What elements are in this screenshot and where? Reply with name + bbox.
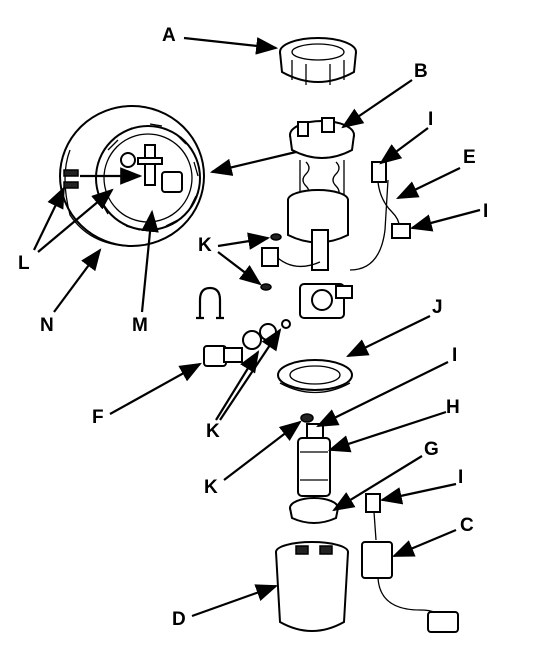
label-k-top: K <box>198 235 212 256</box>
leader-arrow-a <box>183 36 279 55</box>
label-e: E <box>463 147 476 168</box>
label-k-middle: K <box>206 421 220 442</box>
lock-ring-part <box>279 37 357 85</box>
leader-arrow-c <box>391 528 457 558</box>
leader-arrow-b-view <box>209 150 297 176</box>
leader-arrow-e <box>396 167 461 199</box>
leader-arrow-k2b <box>219 328 282 421</box>
leader-arrow-h <box>327 410 447 453</box>
label-g: G <box>424 439 439 460</box>
strainer-cup-part <box>275 541 349 632</box>
leader-arrow-i4 <box>379 482 457 505</box>
leader-arrow-k2a <box>215 350 260 421</box>
leader-arrow-i3 <box>316 361 449 427</box>
label-k-lower: K <box>204 477 218 498</box>
base-seal-part <box>277 359 353 394</box>
leader-arrow-i2 <box>409 208 481 232</box>
pressure-regulator-part <box>299 283 353 319</box>
label-c: C <box>460 515 474 536</box>
label-j: J <box>432 297 443 318</box>
leader-arrow-k1b <box>217 251 262 286</box>
leader-arrow-k1a <box>217 232 271 250</box>
label-h: H <box>446 397 460 418</box>
label-n: N <box>40 315 54 336</box>
leader-arrow-l2 <box>37 188 114 253</box>
label-i-sender: I <box>458 467 464 488</box>
leader-arrow-f <box>109 362 202 415</box>
fuel-filter-part <box>289 497 339 524</box>
label-i-harness: I <box>483 201 489 222</box>
leader-arrow-d <box>191 584 279 618</box>
leader-arrow-m <box>140 209 159 313</box>
o-ring-part <box>270 233 282 241</box>
label-i-pump: I <box>452 345 458 366</box>
fuel-level-sender-part <box>361 493 459 633</box>
leader-arrow-i1 <box>379 127 429 165</box>
label-a: A <box>162 25 176 46</box>
label-b: B <box>414 61 428 82</box>
leader-arrow-j <box>346 315 431 357</box>
leader-arrow-b <box>341 79 413 129</box>
leader-arrow-n <box>53 248 102 313</box>
wire-harness-part <box>371 161 411 239</box>
retaining-clip-part <box>196 286 224 320</box>
label-l: L <box>18 253 30 274</box>
leader-arrow-k3 <box>223 420 302 481</box>
o-ring-part <box>260 283 272 291</box>
fuel-pump-motor-part <box>297 423 331 497</box>
label-f: F <box>92 407 104 428</box>
label-i-top: I <box>428 109 434 130</box>
fuel-pump-assembly-part <box>261 117 389 271</box>
fuel-fitting-part <box>203 319 291 367</box>
leader-arrow-l1 <box>33 186 65 251</box>
label-d: D <box>172 609 186 630</box>
o-ring-part <box>300 413 314 423</box>
leader-arrow-g <box>332 455 423 512</box>
label-m: M <box>132 315 148 336</box>
